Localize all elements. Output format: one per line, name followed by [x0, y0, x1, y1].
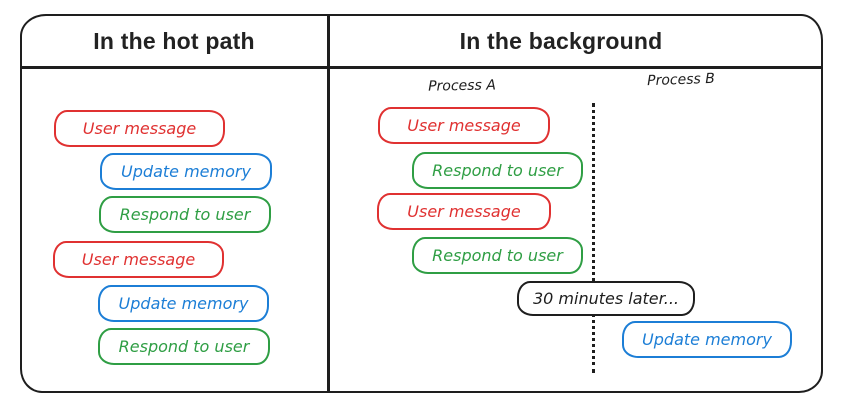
process-a-label: Process A — [428, 77, 496, 95]
user-message-box: User message — [54, 110, 225, 147]
respond-to-user-box: Respond to user — [412, 237, 583, 274]
respond-to-user-box: Respond to user — [412, 152, 583, 189]
user-message-box: User message — [378, 107, 550, 144]
respond-to-user-box: Respond to user — [99, 196, 271, 233]
respond-to-user-box: Respond to user — [98, 328, 270, 365]
user-message-box: User message — [377, 193, 551, 230]
panel-divider-line — [327, 15, 330, 392]
user-message-box: User message — [53, 241, 224, 278]
time-gap-note: 30 minutes later... — [517, 281, 695, 316]
header-separator-line — [21, 66, 822, 69]
hot-path-panel-title: In the hot path — [93, 27, 255, 54]
update-memory-box: Update memory — [98, 285, 269, 322]
update-memory-box: Update memory — [622, 321, 792, 358]
process-lane-dotted-line — [592, 103, 595, 373]
update-memory-box: Update memory — [100, 153, 272, 190]
background-panel-title: In the background — [459, 27, 663, 54]
outer-frame — [20, 14, 823, 393]
